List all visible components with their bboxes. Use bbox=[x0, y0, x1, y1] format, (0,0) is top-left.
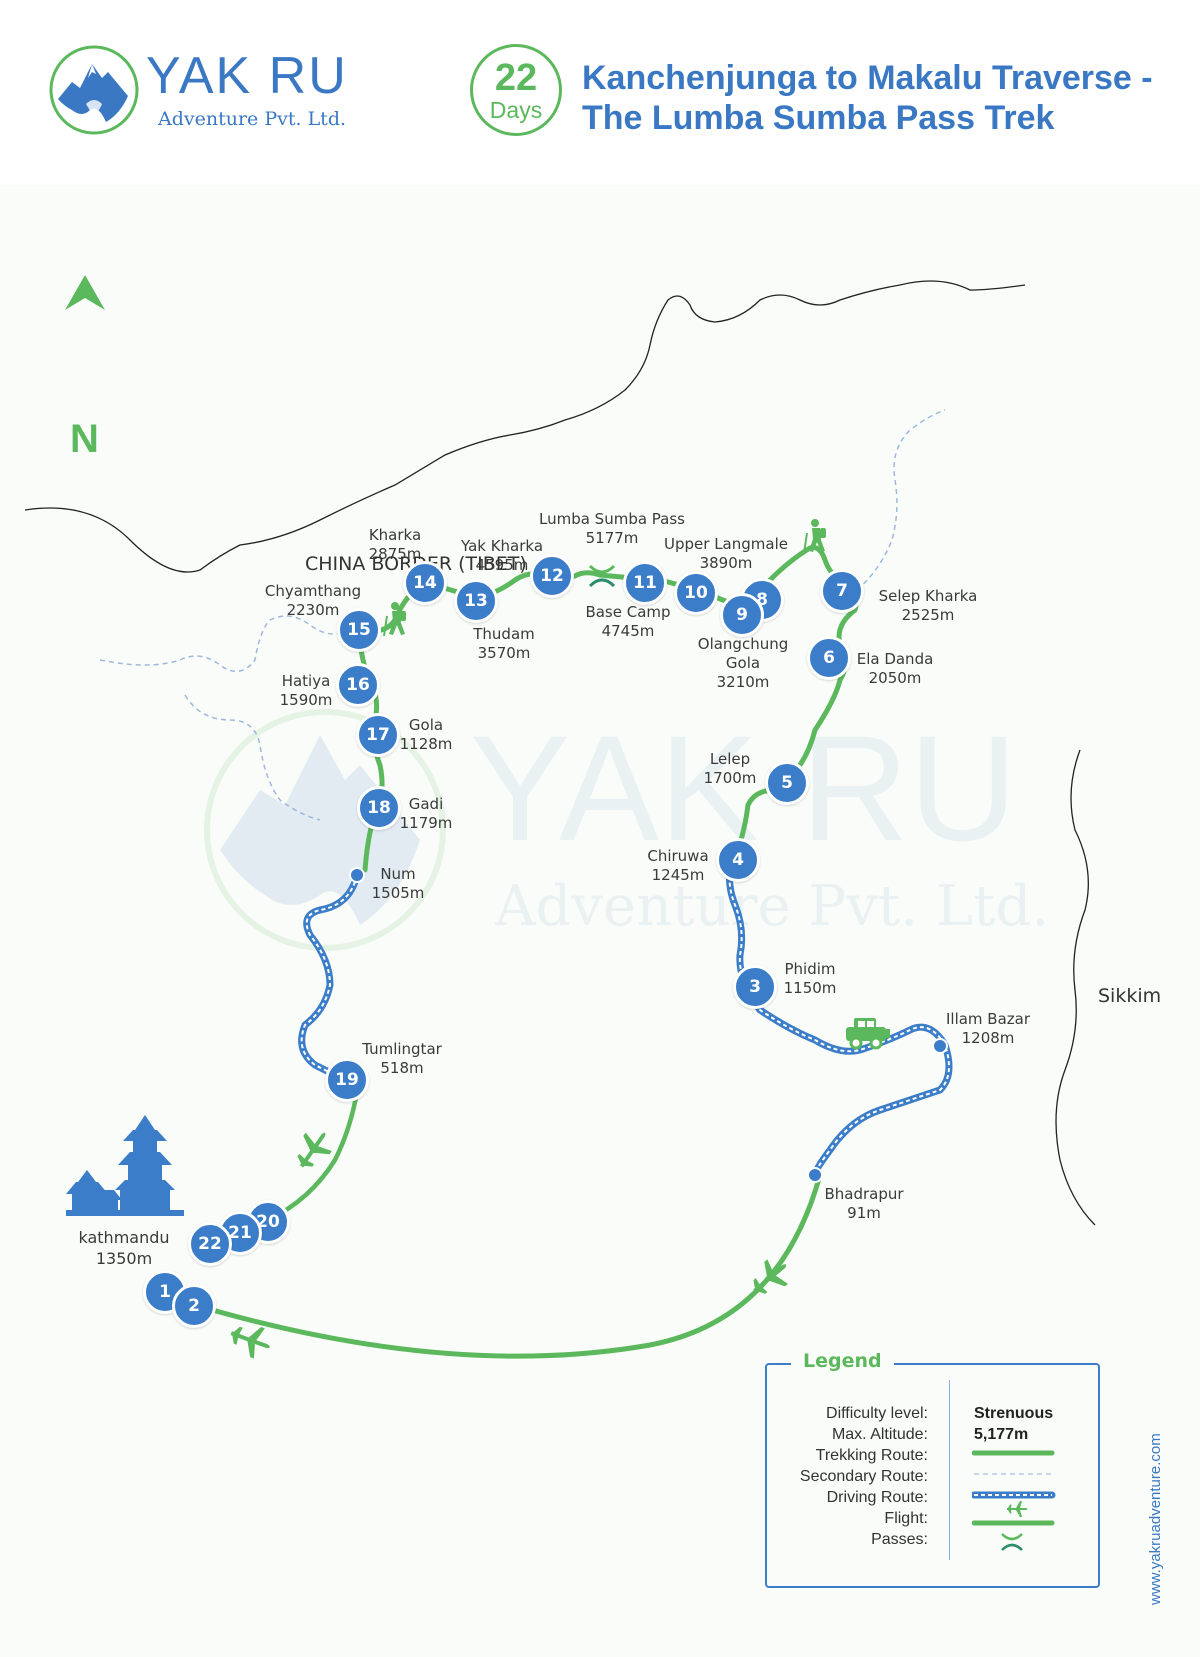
jeep-icon bbox=[846, 1018, 890, 1050]
north-label: N bbox=[70, 417, 99, 461]
stop-marker: 18 bbox=[357, 786, 401, 830]
stop-marker: 22 bbox=[188, 1222, 232, 1266]
days-number: 22 bbox=[494, 57, 538, 99]
stop-marker: 7 bbox=[820, 569, 864, 613]
flight-route bbox=[194, 1174, 823, 1359]
stop-marker: 16 bbox=[336, 663, 380, 707]
logo-subtitle: Adventure Pvt. Ltd. bbox=[158, 108, 347, 130]
secondary-route-west bbox=[99, 615, 351, 821]
watermark-sub: Adventure Pvt. Ltd. bbox=[494, 874, 1049, 939]
stop-marker: 19 bbox=[325, 1058, 369, 1102]
legend-key: Secondary Route: bbox=[799, 1468, 928, 1485]
temple-icon bbox=[66, 1115, 184, 1216]
stop-marker: 4 bbox=[716, 838, 760, 882]
legend-pass-icon bbox=[1001, 1533, 1023, 1551]
trek-map: YAK RU Adventure Pvt. Ltd. bbox=[0, 185, 1200, 1657]
legend-box: Legend Difficulty level: Max. Altitude: … bbox=[765, 1350, 1100, 1588]
north-arrow-icon bbox=[65, 275, 105, 310]
stop-marker: 15 bbox=[337, 608, 381, 652]
days-badge: 22 Days bbox=[470, 44, 562, 136]
stop-marker: 3 bbox=[733, 965, 777, 1009]
map-canvas: YAK RU Adventure Pvt. Ltd. bbox=[24, 275, 1096, 1359]
stop-marker: 10 bbox=[674, 571, 718, 615]
title-line-1: Kanchenjunga to Makalu Traverse - bbox=[582, 59, 1153, 97]
stop-marker: 14 bbox=[403, 561, 447, 605]
website-url[interactable]: www.yakruadventure.com bbox=[1147, 1433, 1164, 1605]
legend-key: Driving Route: bbox=[826, 1489, 928, 1506]
page-title: Kanchenjunga to Makalu Traverse - The Lu… bbox=[582, 58, 1153, 138]
days-label: Days bbox=[489, 97, 543, 123]
legend-key: Passes: bbox=[871, 1531, 928, 1548]
stop-marker: 12 bbox=[530, 554, 574, 598]
sikkim-border-line bbox=[1055, 749, 1096, 1226]
secondary-route-east bbox=[856, 409, 946, 591]
legend-divider bbox=[949, 1380, 950, 1560]
watermark-logo-icon bbox=[204, 709, 446, 951]
legend-plane-icon bbox=[1007, 1501, 1028, 1517]
stop-marker: 6 bbox=[807, 636, 851, 680]
stop-marker: 17 bbox=[356, 713, 400, 757]
legend-key: Max. Altitude: bbox=[831, 1426, 928, 1443]
yak-logo-icon bbox=[49, 45, 139, 135]
bhadrapur-point bbox=[807, 1167, 823, 1183]
legend-key: Flight: bbox=[884, 1510, 928, 1527]
driving-route bbox=[298, 853, 953, 1176]
plane-icon bbox=[297, 1132, 332, 1168]
stop-marker: 5 bbox=[765, 761, 809, 805]
difficulty-value: Strenuous bbox=[974, 1405, 1054, 1422]
legend-key: Trekking Route: bbox=[815, 1447, 928, 1464]
legend-swatches bbox=[972, 1450, 1056, 1551]
legend-key: Difficulty level: bbox=[826, 1405, 928, 1422]
title-line-2: The Lumba Sumba Pass Trek bbox=[582, 99, 1055, 137]
legend-title: Legend bbox=[791, 1350, 894, 1372]
num-point bbox=[349, 867, 365, 883]
sikkim-label: Sikkim bbox=[1098, 985, 1162, 1007]
hiker-icon bbox=[803, 519, 826, 554]
stop-marker: 11 bbox=[623, 561, 667, 605]
plane-icon bbox=[230, 1326, 270, 1359]
max-altitude-value: 5,177m bbox=[974, 1426, 1029, 1443]
plane-icon bbox=[753, 1259, 788, 1294]
header: YAK RU Adventure Pvt. Ltd. 22 Days Kanch… bbox=[0, 0, 1200, 185]
china-border-line bbox=[24, 280, 1026, 573]
illam-point bbox=[932, 1038, 948, 1054]
logo-wordmark: YAK RU bbox=[146, 47, 348, 105]
hiker-icon bbox=[383, 602, 406, 637]
stop-marker: 13 bbox=[454, 579, 498, 623]
stop-marker: 9 bbox=[720, 593, 764, 637]
stop-marker: 2 bbox=[172, 1284, 216, 1328]
pass-icon bbox=[588, 564, 616, 588]
